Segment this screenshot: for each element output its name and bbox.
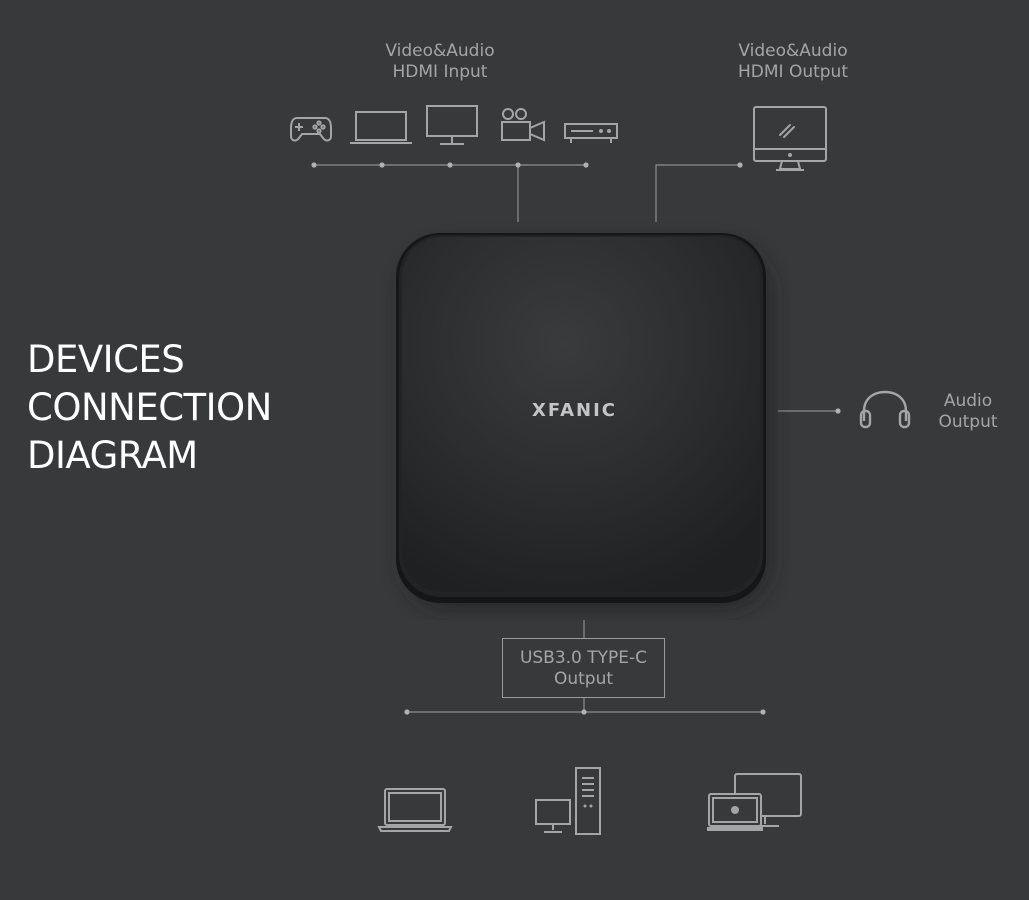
usb-output-label-line1: USB3.0 TYPE-C [519,648,648,668]
mac-devices-icon [707,773,802,831]
audio-output-label-line2: Output [938,412,998,432]
usb-output-label-line2: Output [553,669,614,689]
usb-output-label: USB3.0 TYPE-C Output [503,648,664,690]
diagram-title-line-2: CONNECTION [27,386,272,429]
hdmi-input-label: Video&Audio HDMI Input [360,41,520,83]
hdmi-output-label-line2: HDMI Output [737,62,848,82]
hdmi-output-label: Video&Audio HDMI Output [713,41,873,83]
desktop-pc-icon [535,767,601,835]
diagram-title-line-1: DEVICES [27,338,185,381]
set-top-box-icon [564,123,618,143]
usb-output-box: USB3.0 TYPE-C Output [502,638,665,698]
audio-output-label-line1: Audio [943,391,993,411]
gamepad-icon [290,117,332,142]
device-brand-logo: XFANIC [532,400,618,421]
hdmi-input-label-line1: Video&Audio [385,41,495,61]
monitor-icon [426,105,478,145]
tv-monitor-icon [753,106,827,171]
laptop-icon [350,111,412,144]
camcorder-icon [501,108,545,142]
headphones-icon [859,390,911,429]
capture-device [396,233,772,610]
diagram-title-line-3: DIAGRAM [27,434,198,477]
audio-output-label: Audio Output [918,391,1018,433]
macbook-icon [377,788,453,832]
hdmi-input-label-line2: HDMI Input [392,62,488,82]
hdmi-output-label-line1: Video&Audio [738,41,848,61]
